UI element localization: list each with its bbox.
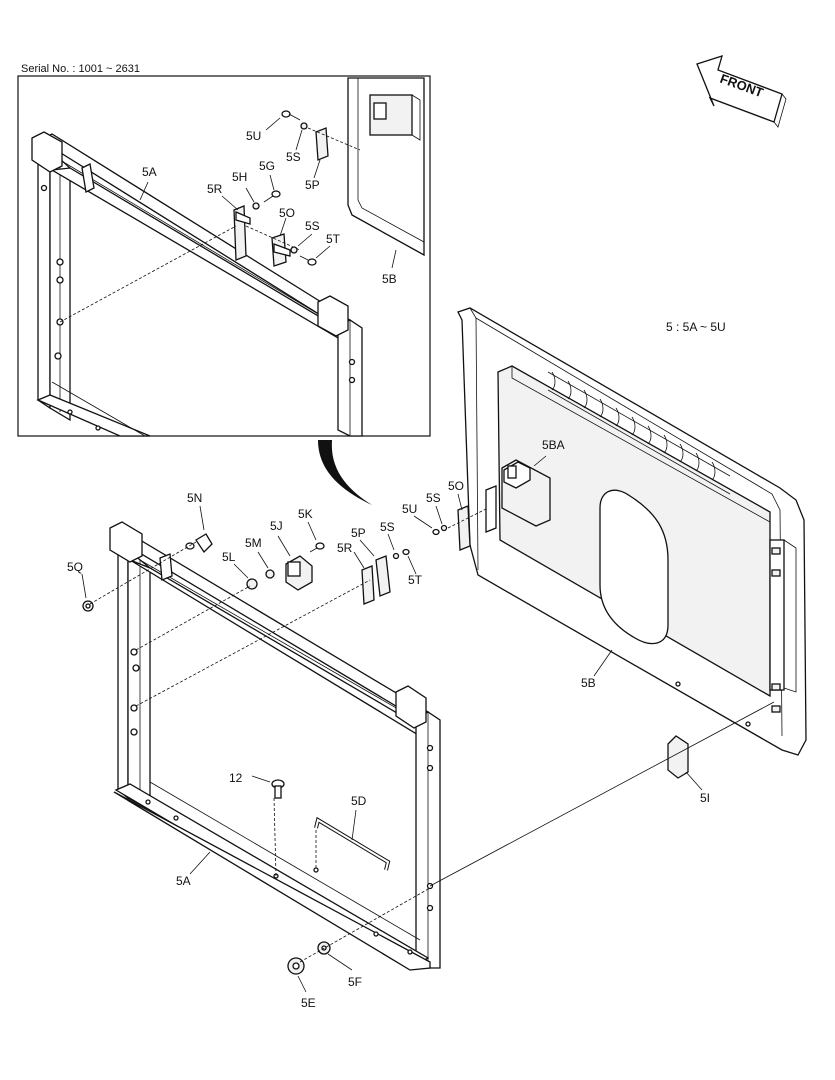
washer-5l — [246, 578, 258, 590]
bolt-5u — [432, 528, 440, 536]
inset-label-5s-b: 5S — [305, 219, 320, 233]
label-5n: 5N — [187, 491, 202, 505]
label-5s-b: 5S — [426, 491, 441, 505]
inset-label-5r: 5R — [207, 182, 223, 196]
inset-bracket-5r — [233, 205, 251, 261]
detail-inset: 5U 5S 5P 5G 5H 5R 5O 5S 5T 5A 5B — [17, 75, 431, 437]
vent-slots — [547, 371, 731, 495]
front-arrow-icon: FRONT — [696, 55, 787, 128]
inset-panel-5b — [347, 77, 425, 257]
bracket-5j — [285, 555, 313, 591]
inset-label-5o: 5O — [279, 206, 295, 220]
inset-washer-5s-b — [290, 246, 298, 254]
inset-label-5u: 5U — [246, 129, 261, 143]
inset-label-5t: 5T — [326, 232, 341, 246]
rod-5d — [314, 816, 391, 871]
inset-washer-5h — [252, 202, 260, 210]
inset-bolt-5t — [299, 255, 317, 266]
washer-5m — [265, 569, 275, 579]
washer-5s — [392, 552, 400, 560]
label-5j: 5J — [270, 519, 283, 533]
latch-5ba — [501, 459, 551, 527]
bolt-5t — [402, 548, 410, 556]
label-5k: 5K — [298, 507, 313, 521]
inset-label-5b: 5B — [382, 272, 397, 286]
bracket-5o — [457, 485, 497, 551]
detail-pointer-arrow — [318, 440, 372, 505]
label-5f: 5F — [348, 975, 362, 989]
bumper-5n — [185, 533, 213, 554]
label-5s: 5S — [380, 520, 395, 534]
bracket-5r — [361, 565, 375, 605]
bolt-12 — [271, 779, 285, 799]
label-5q: 5Q — [67, 560, 83, 574]
inset-frame-5a — [31, 131, 363, 437]
inset-label-5a: 5A — [142, 165, 157, 179]
main-leaders — [81, 455, 775, 993]
frame-5a — [109, 521, 441, 971]
label-5i: 5I — [700, 791, 710, 805]
label-5t: 5T — [408, 573, 423, 587]
label-5o: 5O — [448, 479, 464, 493]
inset-bracket-5o — [271, 233, 291, 267]
washer-5s-b — [440, 524, 448, 532]
inset-bolt-5u — [281, 110, 301, 121]
label-5u: 5U — [402, 502, 417, 516]
bolt-5k — [309, 542, 325, 553]
label-5r: 5R — [337, 541, 353, 555]
bracket-5p — [375, 555, 391, 597]
label-5p: 5P — [351, 526, 366, 540]
serial-number: Serial No. : 1001 ~ 2631 — [21, 63, 140, 75]
block-5i — [667, 735, 689, 779]
inset-bracket-5p — [315, 127, 329, 161]
label-5ba: 5BA — [542, 438, 565, 452]
label-5l: 5L — [222, 550, 236, 564]
nut-5e — [287, 957, 305, 975]
inset-label-5g: 5G — [259, 159, 275, 173]
label-12: 12 — [229, 771, 243, 785]
inset-bolt-5g — [263, 190, 281, 203]
label-5m: 5M — [245, 536, 262, 550]
label-5a: 5A — [176, 874, 191, 888]
inset-label-5h: 5H — [232, 170, 247, 184]
inset-label-5p: 5P — [305, 178, 320, 192]
label-5b: 5B — [581, 676, 596, 690]
inset-washer-5s-a — [300, 122, 308, 130]
range-note: 5 : 5A ~ 5U — [666, 320, 726, 334]
inset-label-5s-a: 5S — [286, 150, 301, 164]
panel-5b — [457, 307, 807, 756]
label-5d: 5D — [351, 794, 367, 808]
inset-leaders — [59, 117, 397, 323]
label-5e: 5E — [301, 996, 316, 1010]
nut-5q — [82, 600, 94, 612]
